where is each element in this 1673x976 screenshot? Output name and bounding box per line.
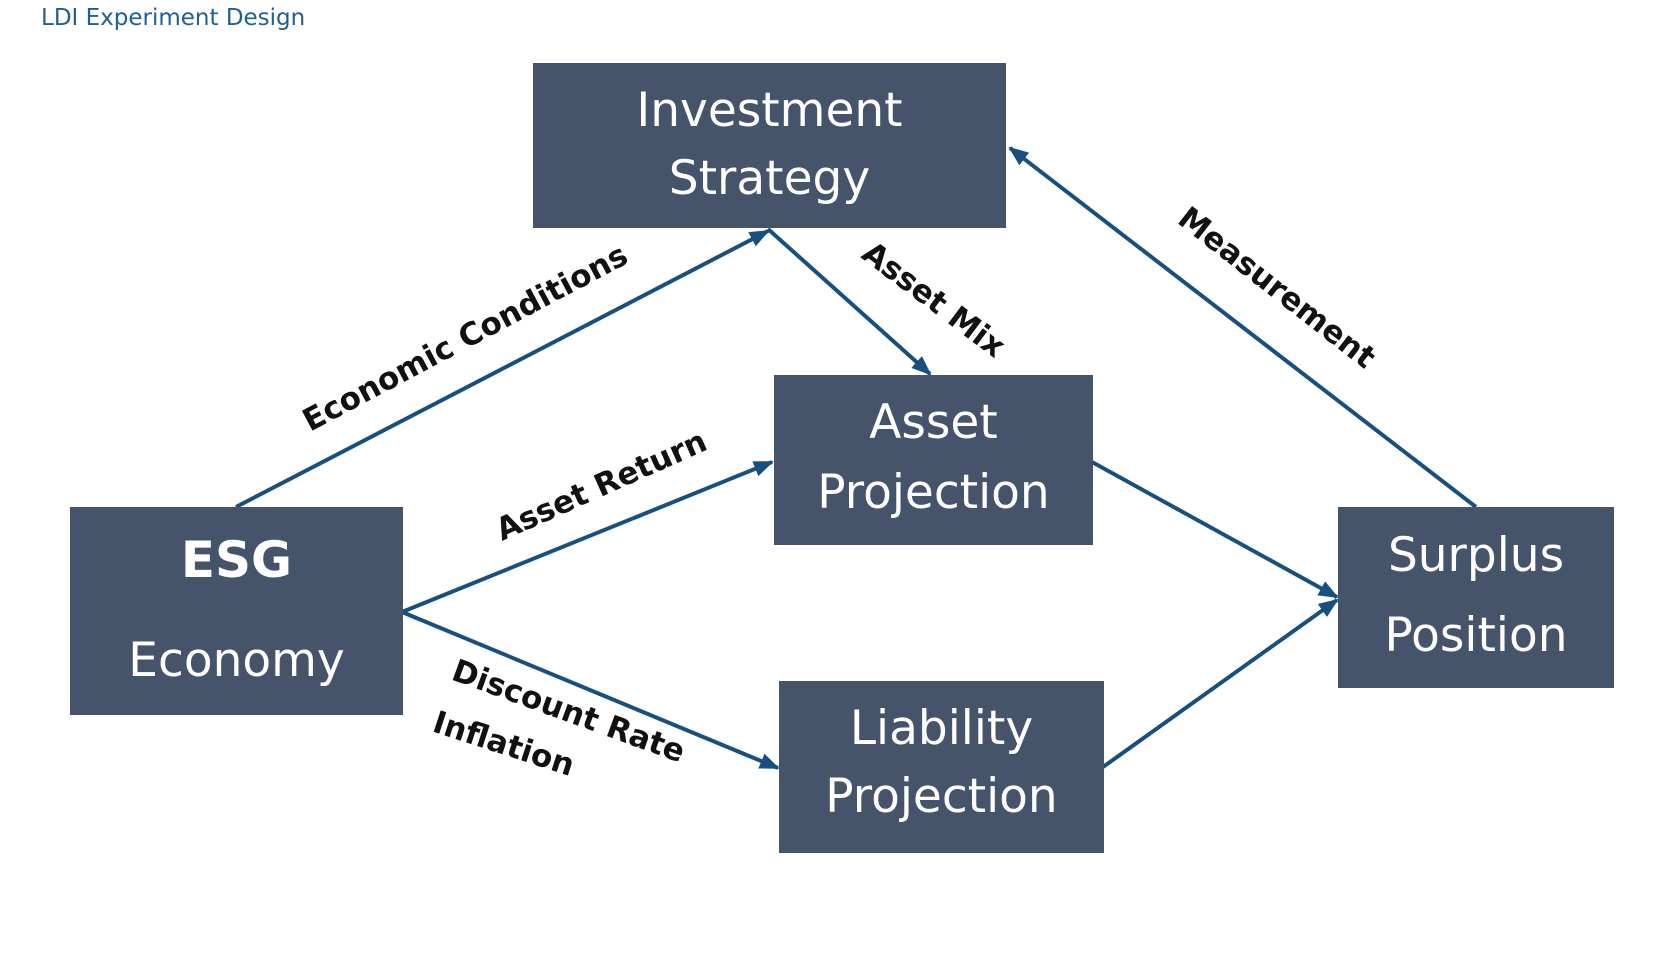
liability-projection-label-line2: Projection (825, 769, 1058, 824)
edge-esg-to-liability-projection (401, 610, 780, 770)
esg-economy-box: ESG Economy (70, 507, 403, 715)
investment-strategy-label-line2: Strategy (668, 151, 871, 206)
edge-label-measurement: Measurement (1171, 200, 1382, 376)
economy-label: Economy (128, 633, 345, 688)
esg-label: ESG (180, 531, 293, 589)
edge-esg-to-asset-projection (401, 460, 774, 614)
liability-projection-label-line1: Liability (849, 701, 1034, 756)
surplus-position-label-line1: Surplus (1387, 528, 1565, 583)
edge-liability-projection-to-surplus (1101, 598, 1339, 769)
asset-projection-label-line1: Asset (869, 395, 998, 450)
edge-esg-to-investment-strategy (235, 229, 770, 509)
edge-investment-strategy-to-asset-projection (766, 227, 932, 376)
edge-label-asset-mix: Asset Mix (855, 235, 1012, 365)
asset-projection-box: Asset Projection (774, 375, 1093, 545)
edge-asset-projection-to-surplus (1091, 460, 1339, 599)
page-title: LDI Experiment Design (41, 5, 306, 31)
investment-strategy-box: Investment Strategy (533, 63, 1006, 228)
surplus-position-label-line2: Position (1384, 608, 1568, 663)
edge-label-economic-conditions: Economic Conditions (297, 237, 634, 439)
liability-projection-box: Liability Projection (779, 681, 1104, 853)
edge-surplus-to-investment-strategy (1008, 146, 1478, 509)
investment-strategy-label-line1: Investment (636, 83, 903, 138)
asset-projection-label-line2: Projection (817, 465, 1050, 520)
surplus-position-box: Surplus Position (1338, 507, 1614, 688)
